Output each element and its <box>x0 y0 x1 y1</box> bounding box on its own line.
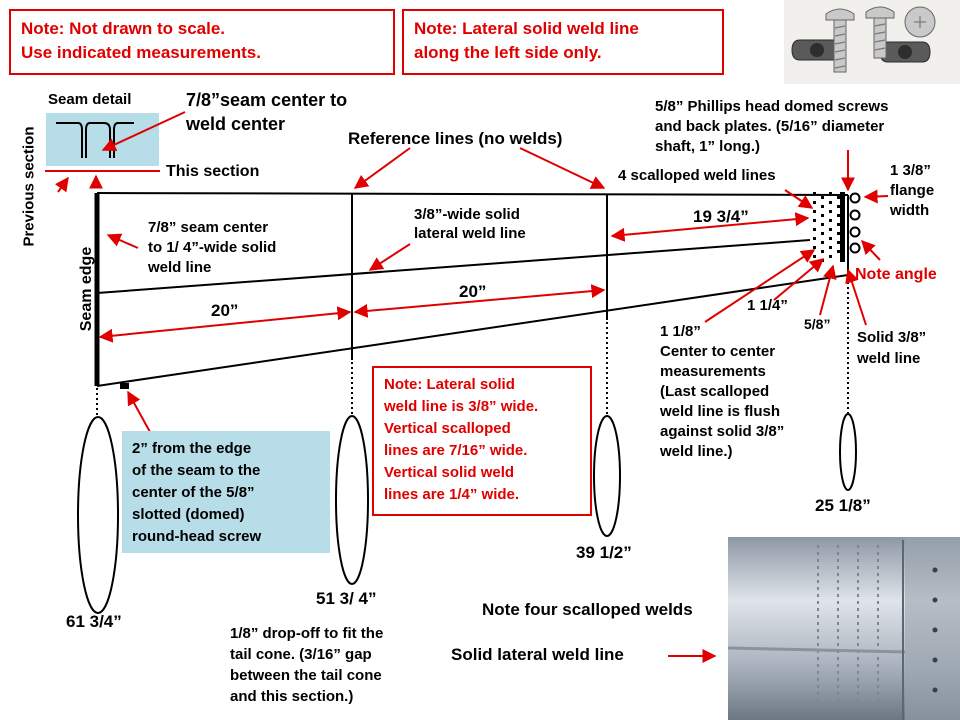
diameter-39-label: 39 1/2” <box>576 543 632 562</box>
note-scale-box: Note: Not drawn to scale. Use indicated … <box>9 9 395 75</box>
diameter-25-label: 25 1/8” <box>815 496 871 515</box>
screws-photo <box>784 0 960 84</box>
arrow-118 <box>704 249 816 323</box>
solid-lateral-label: Solid lateral weld line <box>451 645 624 664</box>
arrow-previous-section <box>54 176 69 193</box>
arrow-58 <box>819 264 837 316</box>
screw-tab <box>120 383 129 389</box>
note-scale-text: Note: Not drawn to scale. Use indicated … <box>21 19 261 62</box>
arrow-ref-2 <box>519 147 606 189</box>
dim-1-14-label: 1 1/4” <box>747 297 788 314</box>
arrow-edge-screw <box>127 390 151 433</box>
seam-edge-label: Seam edge <box>78 246 95 332</box>
arrow-solid-38 <box>845 268 867 326</box>
section-outline <box>94 192 849 389</box>
note-lateral-text: Note: Lateral solid weld line along the … <box>414 19 639 62</box>
section-photo <box>727 537 960 720</box>
previous-section-label: Previous section <box>20 126 38 247</box>
drop-off-label: 1/8” drop-off to fit the tail cone. (3/1… <box>230 625 384 705</box>
seam-detail-title: Seam detail <box>48 91 132 108</box>
dim-20-left <box>98 306 352 343</box>
seam-detail-box <box>46 113 159 166</box>
edge-to-screw-text: 2” from the edge of the seam to the cent… <box>132 440 262 545</box>
diameter-51-label: 51 3/ 4” <box>316 589 377 608</box>
dim-19-34 <box>610 212 810 242</box>
scalloped-weld-columns <box>813 192 845 267</box>
arrow-angle <box>861 239 881 261</box>
screws-label: 5/8” Phillips head domed screws and back… <box>655 98 889 155</box>
arrow-scalloped <box>784 189 814 209</box>
screw-circle-4 <box>849 242 861 254</box>
reference-lines-label: Reference lines (no welds) <box>348 129 563 148</box>
flange-width-label: 1 3/8” flange width <box>890 162 935 219</box>
arrow-lateral <box>368 243 411 271</box>
dim-5-8-label: 5/8” <box>804 316 831 332</box>
dotted-guides <box>96 277 849 415</box>
note-weld-widths-text: Note: Lateral solid weld line is 3/8” wi… <box>384 376 539 503</box>
seam-center-to-weld-label: 7/8”seam center to weld center <box>186 90 348 134</box>
four-scalloped-label: Note four scalloped welds <box>482 600 693 619</box>
edge-to-screw-box: 2” from the edge of the seam to the cent… <box>122 431 330 553</box>
dim-20-left-label: 20” <box>211 301 239 320</box>
middle-weld-line <box>96 239 811 294</box>
arrow-ref-1 <box>353 147 411 189</box>
note-weld-widths-box: Note: Lateral solid weld line is 3/8” wi… <box>372 366 592 516</box>
screw-circle-3 <box>849 226 861 238</box>
note-angle-label: Note angle <box>855 266 937 283</box>
ellipse-61 <box>77 416 119 614</box>
arrow-flange <box>863 189 889 204</box>
ellipse-51 <box>335 415 369 585</box>
arrow-114 <box>773 258 825 301</box>
diameter-ellipses <box>77 413 857 614</box>
top-edge-line <box>96 192 849 196</box>
arrow-seam-center <box>101 111 186 152</box>
arrow-seam-solid <box>106 233 139 249</box>
bottom-edge-line <box>96 274 849 387</box>
ellipse-25 <box>839 413 857 491</box>
seam-center-to-solid-label: 7/8” seam center to 1/ 4”-wide solid wel… <box>148 219 277 276</box>
this-section-label: This section <box>166 163 260 180</box>
diameter-61-label: 61 3/4” <box>66 612 122 631</box>
screw-circle-1 <box>849 192 861 204</box>
solid-weld-strip <box>840 192 845 262</box>
dim-20-mid <box>353 284 606 318</box>
dim-19-34-label: 19 3/4” <box>693 207 749 226</box>
screw-circles <box>849 192 861 254</box>
dim-20-mid-label: 20” <box>459 282 487 301</box>
solid-38-label: Solid 3/8” weld line <box>857 329 927 367</box>
note-lateral-box: Note: Lateral solid weld line along the … <box>402 9 724 75</box>
seam-detail <box>45 113 160 172</box>
lateral-weld-label: 3/8”-wide solid lateral weld line <box>414 206 526 242</box>
screw-circle-2 <box>849 209 861 221</box>
center-to-center-label: 1 1/8” Center to center measurements (La… <box>660 323 785 460</box>
ellipse-39 <box>593 415 621 537</box>
scalloped-lines-label: 4 scalloped weld lines <box>618 167 776 184</box>
